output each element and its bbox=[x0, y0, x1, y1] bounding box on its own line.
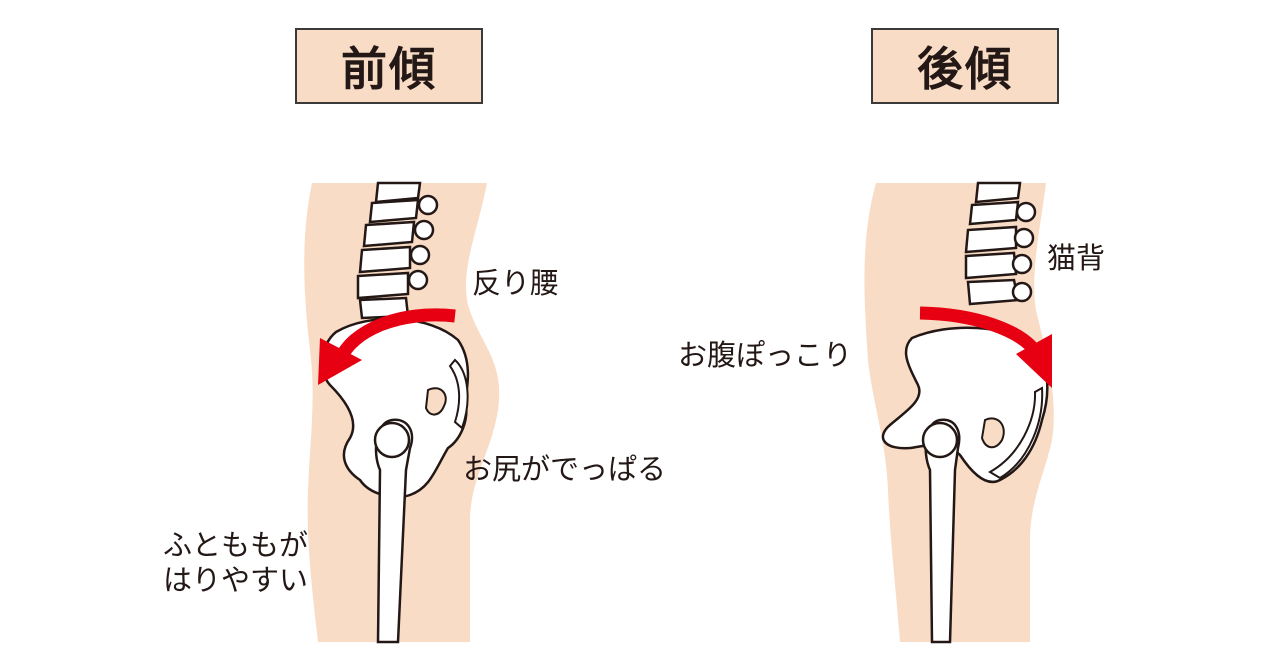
posterior-tilt-figure bbox=[864, 181, 1054, 644]
label-thigh-line2: はりやすい bbox=[163, 562, 309, 597]
label-thigh-line1: ふとももが bbox=[163, 528, 309, 562]
anterior-rotation-arrow bbox=[333, 308, 456, 363]
anterior-tilt-figure bbox=[304, 181, 500, 644]
sacrum-right bbox=[988, 386, 1044, 480]
posterior-rotation-arrow bbox=[919, 306, 1042, 357]
posterior-arrowhead bbox=[1016, 334, 1052, 388]
obturator-left bbox=[424, 387, 447, 416]
title-posterior-tilt: 後傾 bbox=[871, 28, 1059, 104]
sacrum-left bbox=[448, 358, 469, 430]
label-cat-back: 猫背 bbox=[1047, 241, 1106, 275]
obturator-right bbox=[980, 417, 1005, 449]
title-anterior-tilt: 前傾 bbox=[295, 28, 483, 104]
label-butt-protrudes: お尻がでっぱる bbox=[463, 452, 667, 486]
anterior-arrowhead bbox=[318, 338, 362, 385]
label-belly-protrudes: お腹ぽっこり bbox=[678, 338, 853, 372]
label-thigh-tension: ふとももが はりやすい bbox=[163, 528, 343, 598]
lumbar-spine-left bbox=[356, 181, 439, 320]
femoral-head-left bbox=[373, 421, 411, 459]
lumbar-spine-right bbox=[964, 181, 1037, 306]
femoral-head-right bbox=[921, 421, 959, 459]
label-sway-back: 反り腰 bbox=[472, 266, 560, 300]
pelvis-left bbox=[321, 317, 470, 499]
